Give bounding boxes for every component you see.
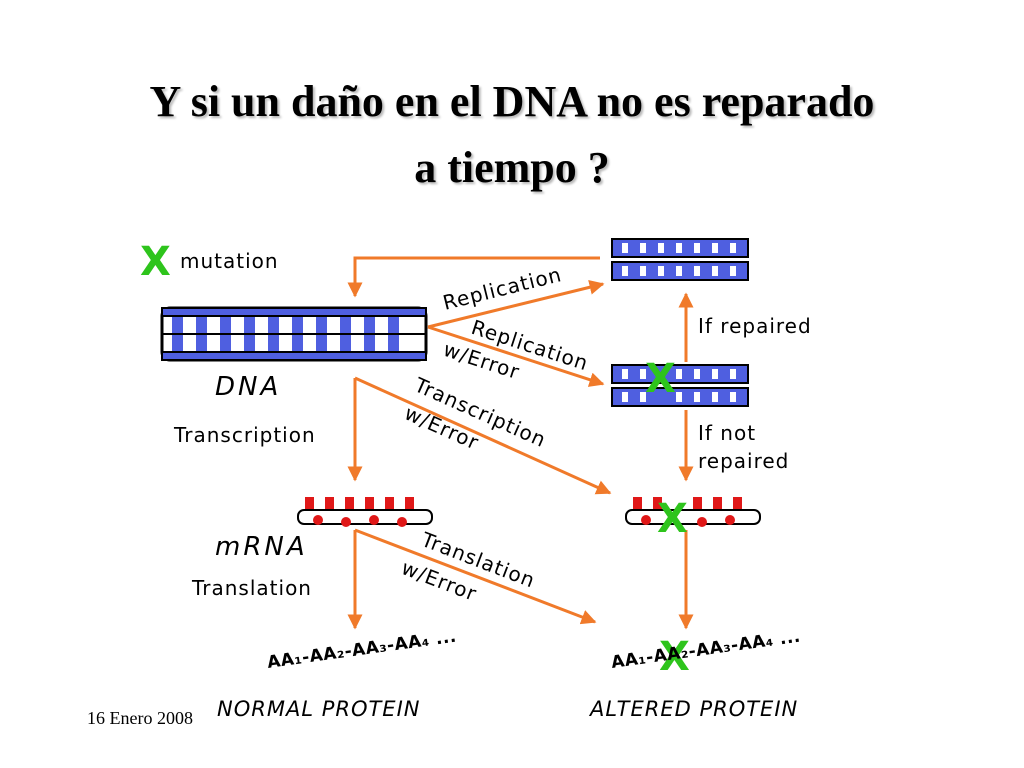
replicated-dna: [611, 238, 749, 281]
mutation-mark: X: [140, 239, 171, 285]
translation-label: Translation: [191, 576, 312, 600]
protein-error-mark: X: [659, 634, 690, 680]
altered-mrna: [625, 497, 761, 527]
transcription-label: Transcription: [173, 423, 316, 447]
mutated-dna: [611, 364, 749, 407]
dna-label: DNA: [215, 372, 281, 402]
mutation-label: mutation: [180, 249, 279, 273]
mutation-arrow: [347, 256, 600, 298]
replication-arrow: [427, 279, 605, 329]
normal-protein-chain: AA₁-AA₂-AA₃-AA₄ ...: [266, 627, 458, 673]
slide-title-line-1: Y si un daño en el DNA no es reparado: [149, 77, 875, 126]
mrna-error-mark: X: [657, 496, 688, 542]
translation-error-arrow: [354, 528, 597, 625]
altered-protein-label: ALTERED PROTEIN: [588, 697, 798, 721]
replication-error-mark: X: [645, 356, 676, 402]
if-repaired-label: If repaired: [698, 314, 812, 338]
normal-protein-label: NORMAL PROTEIN: [217, 697, 420, 721]
repaired-label: repaired: [698, 449, 789, 473]
transcription-error-arrow: [354, 376, 612, 495]
mrna-label: mRNA: [215, 532, 308, 562]
replication-error-arrow: [427, 325, 605, 387]
if-not-label: If not: [698, 421, 756, 445]
slide-title-line-2: a tiempo ?: [414, 143, 610, 192]
footer-date: 16 Enero 2008: [87, 708, 193, 728]
dna-helix: [160, 306, 428, 362]
normal-mrna: [297, 497, 433, 527]
altered-protein-chain: AA₁-AA₂-AA₃-AA₄ ...: [610, 627, 802, 673]
replication-label: Replication: [440, 262, 564, 315]
